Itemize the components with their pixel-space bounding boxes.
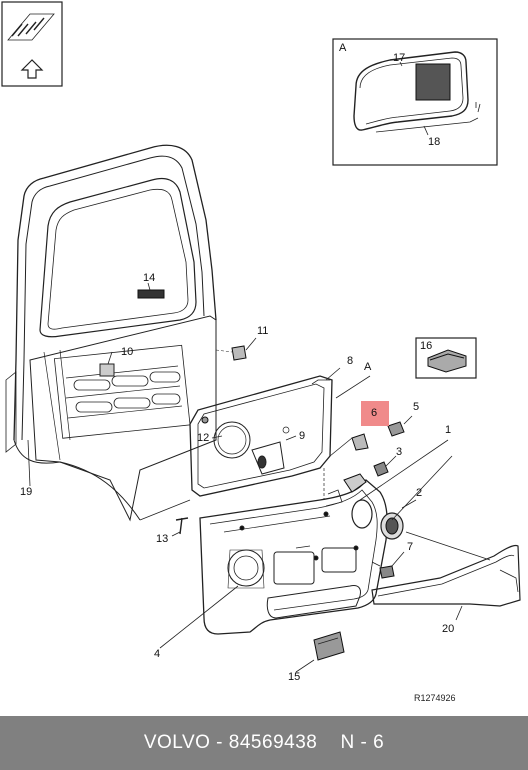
callout-19: 19 <box>20 486 33 498</box>
footer-gap <box>317 732 340 754</box>
part-15-handle <box>295 631 345 673</box>
callout-16: 16 <box>420 340 433 352</box>
footer-position: N - 6 <box>340 732 385 753</box>
callout-10: 10 <box>121 346 134 358</box>
part-13-screw <box>171 517 189 537</box>
callout-11: 11 <box>257 325 269 337</box>
diagram-drawing <box>1 1 521 673</box>
footer-bar: VOLVO - 84569438 N - 6 <box>0 716 528 770</box>
callout-4: 4 <box>154 648 161 660</box>
highlight-part-6 <box>361 401 389 426</box>
callout-12: 12 <box>197 432 210 444</box>
parts-5-6 <box>351 415 413 451</box>
part-16-box <box>415 337 477 379</box>
inset-label-a: A <box>339 42 347 54</box>
section-marker-a: A <box>364 361 372 373</box>
drawing-code: R1274926 <box>414 693 456 703</box>
callout-2: 2 <box>416 487 423 499</box>
part-11-clip <box>215 337 257 361</box>
footer-separator: - <box>210 732 229 753</box>
callout-7: 7 <box>407 541 414 553</box>
footer-part-number: 84569438 <box>228 732 318 753</box>
parts-diagram: A A 17 18 14 11 10 16 8 5 6 12 9 1 3 19 … <box>1 1 521 703</box>
fasteners <box>371 455 405 579</box>
part-20-trim-strip <box>371 544 521 621</box>
leader-lines <box>27 375 491 649</box>
callout-14: 14 <box>143 272 156 284</box>
part-4-trim-panel <box>199 468 388 635</box>
callout-6: 6 <box>371 407 378 419</box>
callout-13: 13 <box>156 533 169 545</box>
callout-9: 9 <box>299 430 306 442</box>
callout-3: 3 <box>396 446 403 458</box>
part-8-panel <box>189 367 341 497</box>
callout-17: 17 <box>393 52 406 64</box>
callout-15: 15 <box>288 671 301 683</box>
door-frame <box>5 144 217 522</box>
part-2-speaker <box>351 499 417 540</box>
inset-detail-a <box>332 38 498 166</box>
orientation-icon <box>1 1 63 87</box>
callout-5: 5 <box>413 401 420 413</box>
footer-brand: VOLVO <box>143 732 211 753</box>
callout-18: 18 <box>428 136 441 148</box>
callout-1: 1 <box>445 424 452 436</box>
callout-8: 8 <box>347 355 354 367</box>
callout-20: 20 <box>442 623 455 635</box>
